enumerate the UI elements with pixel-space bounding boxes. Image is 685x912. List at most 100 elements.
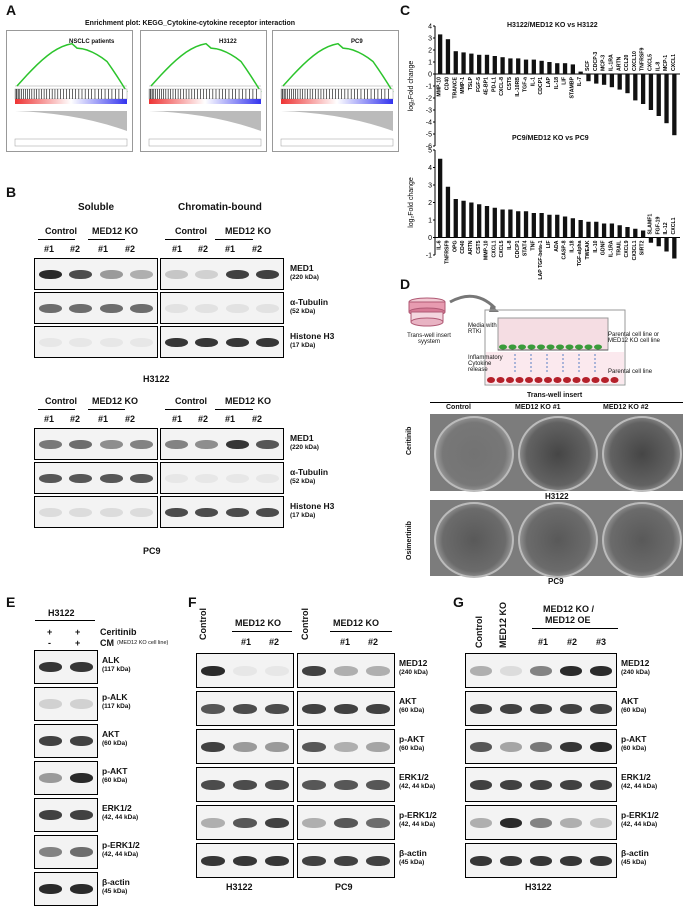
f-blot-pc9-5-band bbox=[365, 855, 391, 867]
f-row-4-kda: (42, 44 kDa) bbox=[399, 821, 436, 828]
f-row-0-label: MED12 bbox=[399, 658, 428, 668]
bar bbox=[469, 202, 474, 238]
b1-blot-sol-1-band bbox=[99, 303, 123, 314]
e-row-6-label: β-actin bbox=[102, 877, 130, 887]
bar bbox=[648, 237, 654, 243]
b1-blot-chr-2-band bbox=[225, 337, 249, 348]
bar bbox=[492, 207, 497, 238]
g-blot-5 bbox=[465, 843, 617, 878]
e-blot-1-band bbox=[38, 699, 63, 710]
b2-blot-chr-2 bbox=[160, 496, 284, 528]
parental-or-ko-label: Parental cell line or MED12 KO cell line bbox=[608, 332, 661, 344]
e-blot-2-band bbox=[38, 736, 63, 747]
b1-blot-chr-0-band bbox=[256, 269, 280, 280]
b1-blot-chr-0-band bbox=[225, 269, 249, 280]
well-wells1-1 bbox=[518, 416, 598, 492]
category-label: CDCP-3 bbox=[593, 52, 599, 71]
category-label: IL-7 bbox=[577, 77, 583, 86]
category-label: TWEAK bbox=[585, 240, 591, 259]
b1-blot-chr-2 bbox=[160, 326, 284, 358]
g-row-4-label: p-ERK1/2 bbox=[621, 810, 659, 820]
b1-blot-chr-2-band bbox=[256, 337, 280, 348]
y-tick-label: 0 bbox=[428, 235, 432, 242]
b2-blot-sol-2 bbox=[34, 496, 158, 528]
b1-lane-6: #1 bbox=[225, 244, 236, 254]
g-row-3-kda: (42, 44 kDa) bbox=[621, 783, 658, 790]
bar bbox=[656, 237, 661, 247]
g-control: Control bbox=[474, 616, 484, 648]
category-label: CCL20 bbox=[624, 54, 630, 71]
category-label: MCP-1 bbox=[663, 55, 669, 71]
category-label: TRANCE bbox=[452, 76, 458, 98]
gsea-plot-pc9: PC9 bbox=[272, 30, 399, 152]
b2-blot-chr-2-band bbox=[256, 507, 280, 518]
col-ko1: MED12 KO #1 bbox=[515, 404, 561, 411]
f-blot-pc9-0-band bbox=[301, 665, 327, 677]
f-blot-h3122-5 bbox=[196, 843, 294, 878]
e-blot-6 bbox=[34, 872, 98, 906]
bar bbox=[523, 211, 529, 238]
panel-label-g: G bbox=[453, 594, 464, 610]
g-blot-0 bbox=[465, 653, 617, 688]
well-wells2-1 bbox=[518, 502, 598, 578]
media-label: Media with RTKi bbox=[468, 323, 497, 335]
bar bbox=[539, 213, 544, 238]
category-label: ARTN bbox=[616, 56, 622, 71]
category-label: SLAMF1 bbox=[648, 214, 654, 235]
b1-lane-5: #2 bbox=[198, 244, 209, 254]
g-ul bbox=[532, 628, 618, 629]
e-row-3-label: p-AKT bbox=[102, 766, 128, 776]
f-row-1-kda: (60 kDa) bbox=[399, 707, 425, 714]
category-label: IL-1RA bbox=[608, 54, 614, 71]
category-label: IL-1 bbox=[530, 77, 536, 86]
g-cell: H3122 bbox=[525, 882, 552, 892]
b2-blot-chr-2-band bbox=[195, 507, 219, 518]
f-blot-pc9-4-band bbox=[333, 817, 359, 829]
e-row-4-kda: (42, 44 kDa) bbox=[102, 814, 139, 821]
f-n2b: #2 bbox=[368, 637, 379, 647]
g-blot-1-band bbox=[529, 703, 553, 715]
e-cer-plus2: + bbox=[75, 627, 81, 637]
f-row-1-label: AKT bbox=[399, 696, 417, 706]
b2-cell: PC9 bbox=[143, 546, 161, 556]
panel-label-b: B bbox=[6, 184, 17, 200]
g-blot-1 bbox=[465, 691, 617, 726]
f-blot-pc9-5 bbox=[297, 843, 395, 878]
g-blot-2 bbox=[465, 729, 617, 764]
chart2-title: PC9/MED12 KO vs PC9 bbox=[512, 135, 589, 142]
b2-blot-chr-0-band bbox=[225, 439, 249, 450]
y-tick-label: 1 bbox=[428, 60, 432, 67]
b2-blot-sol-2-band bbox=[130, 507, 154, 518]
osimertinib-label: Osimertinib bbox=[406, 521, 413, 560]
y-tick-label: -4 bbox=[426, 120, 432, 127]
b2-blot-chr-0-band bbox=[256, 439, 280, 450]
category-label: CXCL9 bbox=[624, 240, 630, 257]
bar bbox=[508, 58, 513, 74]
b2-hdr-0: Control bbox=[45, 396, 77, 406]
category-label: STAMBP bbox=[569, 76, 575, 98]
f-blot-h3122-1-band bbox=[200, 703, 226, 715]
bar bbox=[594, 74, 599, 84]
g-row-2-label: p-AKT bbox=[621, 734, 647, 744]
f-row-5-label: β-actin bbox=[399, 848, 427, 858]
f-row-5-kda: (45 kDa) bbox=[399, 859, 425, 866]
bar bbox=[672, 237, 677, 259]
b2-blot-chr-0 bbox=[160, 428, 284, 460]
b1-row-2-label: Histone H3 bbox=[290, 331, 335, 341]
g-blot-1-band bbox=[499, 703, 523, 715]
soluble-header: Soluble bbox=[78, 202, 115, 213]
b1-ul-2 bbox=[165, 239, 200, 240]
b1-row-1-label: α-Tubulin bbox=[290, 297, 329, 307]
g-blot-5-band bbox=[559, 855, 583, 867]
transwell-header: Trans-well insert bbox=[527, 392, 583, 399]
g-row-2-kda: (60 kDa) bbox=[621, 745, 647, 752]
y-tick-label: 3 bbox=[428, 36, 432, 43]
y-tick-label: 3 bbox=[428, 183, 432, 190]
bar bbox=[664, 237, 669, 252]
col-ko2: MED12 KO #2 bbox=[603, 404, 649, 411]
b1-blot-chr-1-band bbox=[225, 303, 249, 314]
b2-blot-chr-1-band bbox=[256, 473, 280, 484]
g-blot-4-band bbox=[499, 817, 523, 829]
bar bbox=[484, 54, 490, 74]
